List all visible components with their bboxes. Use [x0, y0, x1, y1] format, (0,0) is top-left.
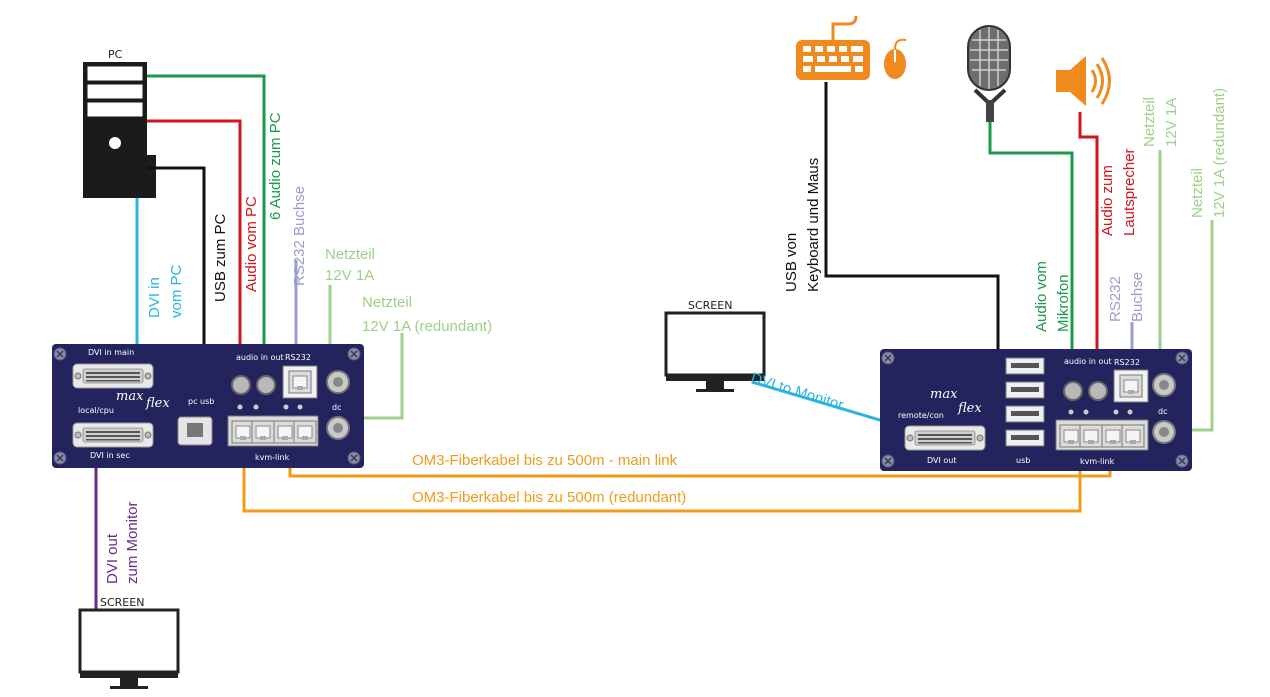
audio-in-out-label-remote: audio in out	[1064, 357, 1112, 366]
label-dvi-out-2: zum Monitor	[124, 501, 141, 584]
label-rs232-remote-2: Buchse	[1129, 272, 1146, 322]
dvi-out-port-label: DVI out	[927, 456, 957, 465]
usb-ports	[1005, 357, 1045, 447]
pc-tower	[83, 62, 156, 198]
speaker-icon	[1056, 56, 1111, 106]
cable-audio-to-pc	[147, 74, 266, 380]
label-fiber-main: OM3-Fiberkabel bis zu 500m - main link	[412, 452, 678, 469]
brand-flex-local: flex	[145, 396, 170, 411]
rs232-port-label-local: RS232	[285, 353, 311, 362]
label-rs232-buchse: RS232 Buchse	[291, 186, 308, 286]
mouse-icon	[884, 38, 907, 79]
brand-flex-remote: flex	[957, 401, 982, 416]
rs232-port-label-remote: RS232	[1114, 358, 1140, 367]
kvm-link-label-remote: kvm-link	[1080, 457, 1115, 466]
pc-usb-label: pc usb	[188, 397, 214, 406]
label-netzteil-r1-2: 12V 1A	[1163, 98, 1180, 147]
label-usb-von-2: Keyboard und Maus	[805, 158, 822, 292]
monitor-middle	[664, 311, 766, 394]
keyboard-icon	[796, 15, 870, 80]
label-dvi-to-monitor: DVI to Monitor	[749, 370, 846, 414]
label-netzteil-2b: 12V 1A (redundant)	[362, 318, 492, 335]
label-audio-lautsprecher-1: Audio zum	[1099, 165, 1116, 236]
label-audio-mikrofon-2: Mikrofon	[1055, 274, 1072, 332]
dvi-in-main-label: DVI in main	[88, 348, 134, 357]
label-netzteil-2a: Netzteil	[362, 294, 412, 311]
dc-label-remote: dc	[1158, 407, 1167, 416]
cable-audio-from-pc	[147, 119, 242, 380]
label-dvi-in-2: vom PC	[168, 264, 185, 318]
audio-in-out-label-local: audio in out	[236, 353, 284, 362]
label-rs232-remote-1: RS232	[1107, 276, 1124, 322]
remote-kvm-unit	[880, 349, 1192, 471]
pc-label: PC	[108, 48, 123, 61]
dvi-in-sec-label: DVI in sec	[90, 451, 130, 460]
label-netzteil-r2-2: 12V 1A (redundant)	[1211, 88, 1228, 218]
label-netzteil-r2-1: Netzteil	[1189, 168, 1206, 218]
label-netzteil-r1-1: Netzteil	[1141, 97, 1158, 147]
dc-label-local: dc	[332, 403, 341, 412]
label-netzteil-1b: 12V 1A	[325, 267, 374, 284]
label-audio-mikrofon-1: Audio vom	[1033, 261, 1050, 332]
brand-max-remote: max	[930, 387, 958, 402]
local-kvm-unit	[52, 344, 364, 468]
fiber-redundant	[242, 440, 1082, 513]
microphone-icon	[967, 25, 1011, 122]
usb-port-label: usb	[1016, 456, 1030, 465]
label-audio-vom-pc: Audio vom PC	[243, 196, 260, 292]
label-usb-von-1: USB von	[783, 233, 800, 292]
cable-speaker	[1078, 112, 1099, 378]
local-cpu-label: local/cpu	[78, 406, 114, 415]
label-dvi-in-1: DVI in	[146, 277, 163, 318]
monitor-left	[78, 608, 180, 691]
label-dvi-out-1: DVI out	[104, 533, 121, 584]
screen-middle-label: SCREEN	[688, 299, 732, 312]
label-audio-zum-pc: 6 Audio zum PC	[267, 112, 284, 220]
cable-mic	[988, 122, 1074, 378]
kvm-link-label-local: kvm-link	[255, 453, 290, 462]
remote-con-label: remote/con	[898, 411, 944, 420]
label-netzteil-1a: Netzteil	[325, 246, 375, 263]
label-fiber-redundant: OM3-Fiberkabel bis zu 500m (redundant)	[412, 489, 686, 506]
brand-max-local: max	[116, 389, 144, 404]
label-usb-zum-pc: USB zum PC	[212, 213, 229, 302]
screen-left-label: SCREEN	[100, 596, 144, 609]
cable-usb-to-pc	[147, 166, 206, 420]
label-audio-lautsprecher-2: Lautsprecher	[1121, 148, 1138, 236]
